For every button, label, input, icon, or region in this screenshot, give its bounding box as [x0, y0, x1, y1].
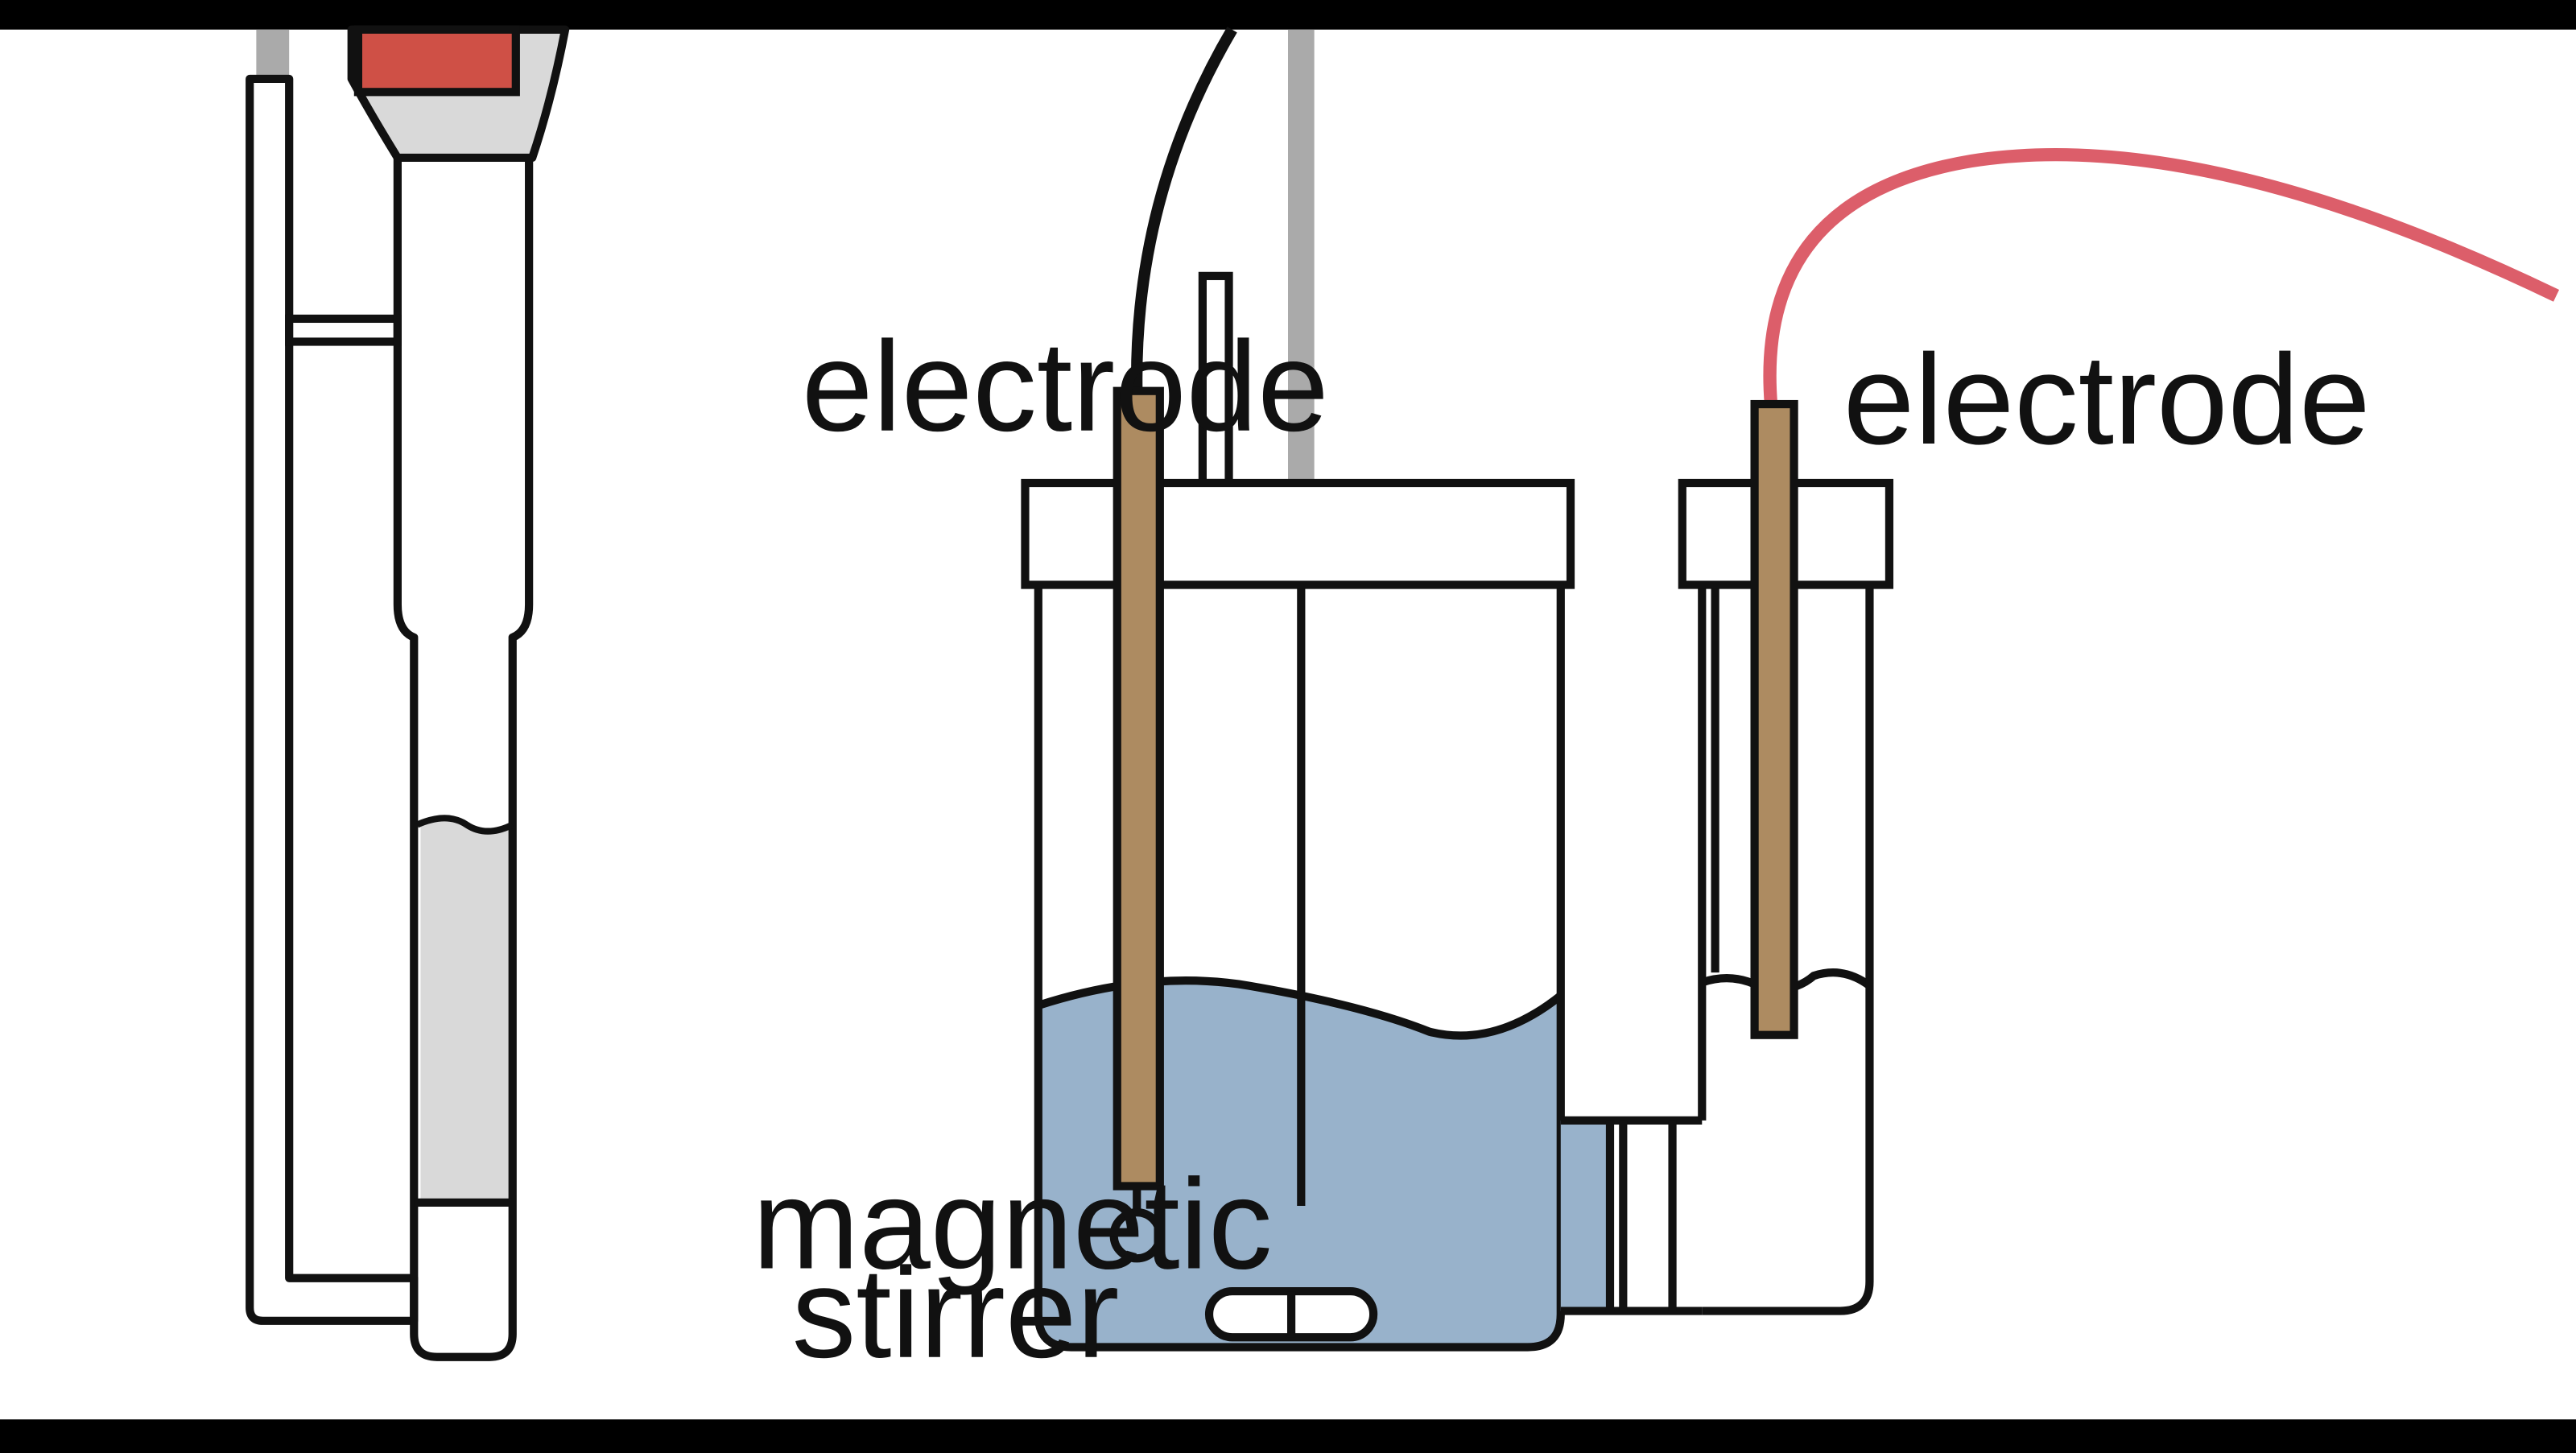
- left-support-rod: [256, 29, 290, 79]
- left-meniscus: [415, 815, 514, 835]
- left-electrode-wire: [1130, 27, 1237, 391]
- bridge-walls: [1560, 1116, 1703, 1315]
- main-beaker: [1021, 27, 1575, 1352]
- beaker-wall: [1034, 584, 1565, 1352]
- left-electrode: [1113, 386, 1164, 1191]
- right-vessel: [1678, 148, 2560, 1315]
- left-inner-tube: [393, 153, 534, 1361]
- stirrer-label-line1: magnetic: [753, 1153, 1273, 1296]
- left-red-cap: [353, 25, 520, 97]
- left-grey-liquid: [420, 819, 510, 1203]
- right-electrode-label: electrode: [1843, 328, 2371, 471]
- salt-bridge: [1560, 1116, 1703, 1315]
- left-glass-apparatus: [246, 25, 570, 1361]
- stirrer-pointer-circle: [1109, 1208, 1164, 1263]
- bridge-solution-fill: [1560, 1120, 1610, 1311]
- left-side-arm: [285, 314, 402, 346]
- beaker-grey-rod: [1288, 29, 1315, 480]
- beaker-inlet-tube: [1198, 271, 1233, 488]
- right-electrode-wire: [1763, 148, 2560, 405]
- stirrer-label-line2: stirrer: [792, 1241, 1120, 1385]
- beaker-lid: [1021, 478, 1575, 589]
- left-outer-tube: [246, 74, 419, 1325]
- left-electrode-label: electrode: [802, 315, 1329, 458]
- right-vessel-wall: [1698, 584, 1874, 1315]
- right-electrode: [1750, 399, 1798, 1039]
